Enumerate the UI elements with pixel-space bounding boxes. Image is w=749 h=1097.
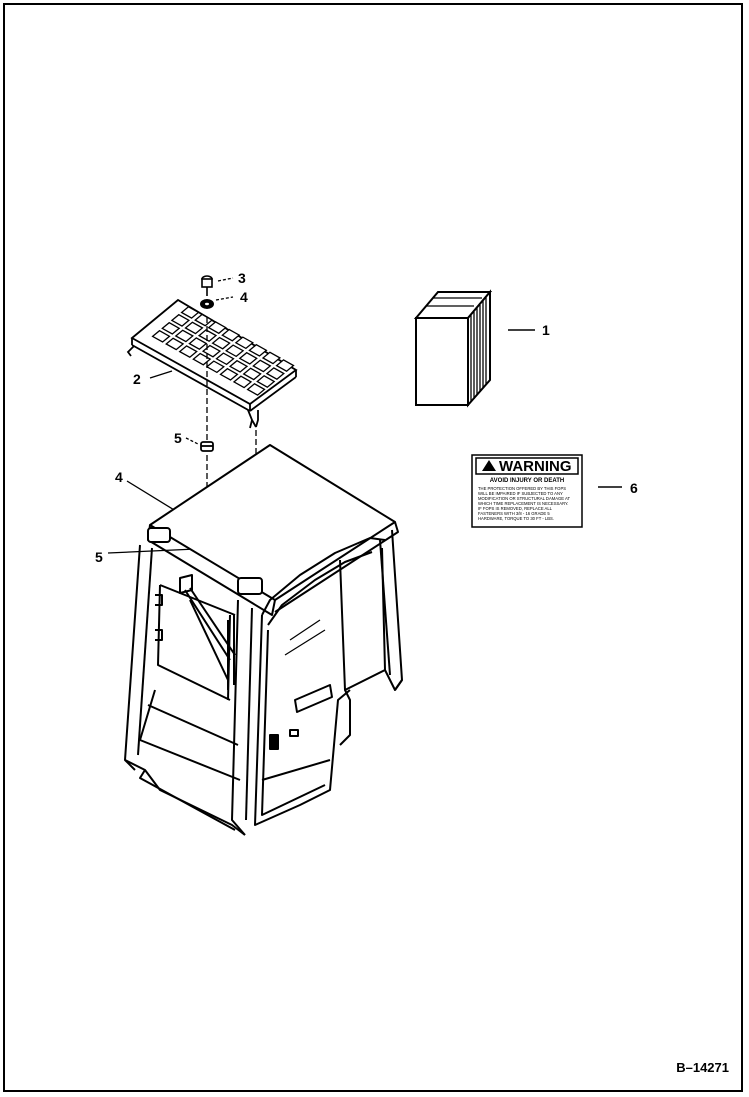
nut-top — [200, 441, 214, 452]
washer-top — [200, 299, 214, 309]
callout-5-mid: 5 — [95, 549, 103, 565]
guard-slot — [261, 351, 282, 365]
guard-slot — [221, 328, 241, 342]
guard-slot — [178, 345, 198, 358]
leader-line-4-top — [215, 296, 234, 301]
drawing-border — [3, 3, 743, 1092]
operator-manual-box — [413, 289, 493, 408]
warning-line: IF FOPS IS REMOVED, REPLACE ALL — [478, 506, 553, 511]
guard-slot — [215, 352, 235, 366]
guard-slot — [205, 360, 225, 374]
guard-slot — [170, 313, 191, 327]
warning-line: HARDWARE, TORQUE TO 30 FT - LBS. — [478, 516, 554, 521]
leader-line-2 — [149, 370, 173, 379]
callout-5-top: 5 — [174, 430, 182, 446]
guard-slot — [180, 306, 200, 319]
guard-slot — [161, 321, 181, 335]
guard-slot — [192, 352, 212, 366]
warning-title: WARNING — [499, 458, 572, 475]
warning-line: FASTENERS WITH 3/8 - 16 GRADE 5 — [478, 511, 550, 516]
callout-4-mid: 4 — [115, 469, 123, 485]
callout-3: 3 — [238, 270, 246, 286]
warning-line: MODIFICATION OR STRUCTURAL DAMAGE AT — [478, 496, 570, 501]
warning-line: WILL BE IMPAIRED IF SUBJECTED TO ANY — [478, 491, 563, 496]
guard-slot — [248, 343, 268, 357]
guard-slot — [238, 351, 258, 365]
guard-slots — [151, 306, 295, 396]
guard-slot — [256, 375, 276, 388]
leader-line-3 — [217, 277, 234, 282]
guard-slot — [174, 329, 194, 343]
guard-slot — [211, 336, 231, 350]
operator-cab — [124, 444, 403, 836]
guard-slot — [242, 367, 262, 381]
warning-subtitle: AVOID INJURY OR DEATH — [490, 478, 564, 484]
guard-slot — [265, 367, 285, 380]
warning-line: THE PROTECTION OFFERED BY THIS FOPS — [478, 486, 566, 491]
door-glass — [284, 619, 326, 656]
leader-line-5-top — [185, 437, 199, 445]
guard-slot — [207, 321, 227, 335]
callout-6: 6 — [630, 480, 638, 496]
guard-slot — [184, 321, 204, 335]
callout-1: 1 — [542, 322, 550, 338]
guard-slot — [246, 383, 266, 396]
guard-slot — [151, 329, 171, 343]
callout-2: 2 — [133, 371, 141, 387]
guard-slot — [234, 336, 254, 350]
warning-decal: WARNING AVOID INJURY OR DEATH THE PROTEC… — [471, 454, 583, 528]
guard-slot — [219, 367, 239, 381]
figure-number: B–14271 — [676, 1060, 729, 1075]
warning-line: WHICH TIME REPLACEMENT IS NECESSARY. — [478, 501, 568, 506]
warning-triangle-icon — [482, 460, 496, 471]
guard-slot — [232, 375, 253, 389]
callout-4-top: 4 — [240, 289, 248, 305]
guard-slot — [225, 344, 245, 358]
guard-slot — [275, 359, 295, 372]
guard-slot — [165, 337, 185, 351]
guard-slot — [188, 337, 208, 350]
guard-slot — [194, 313, 214, 327]
guard-slot — [252, 359, 272, 373]
guard-slot — [228, 359, 249, 373]
bolt — [201, 275, 213, 296]
